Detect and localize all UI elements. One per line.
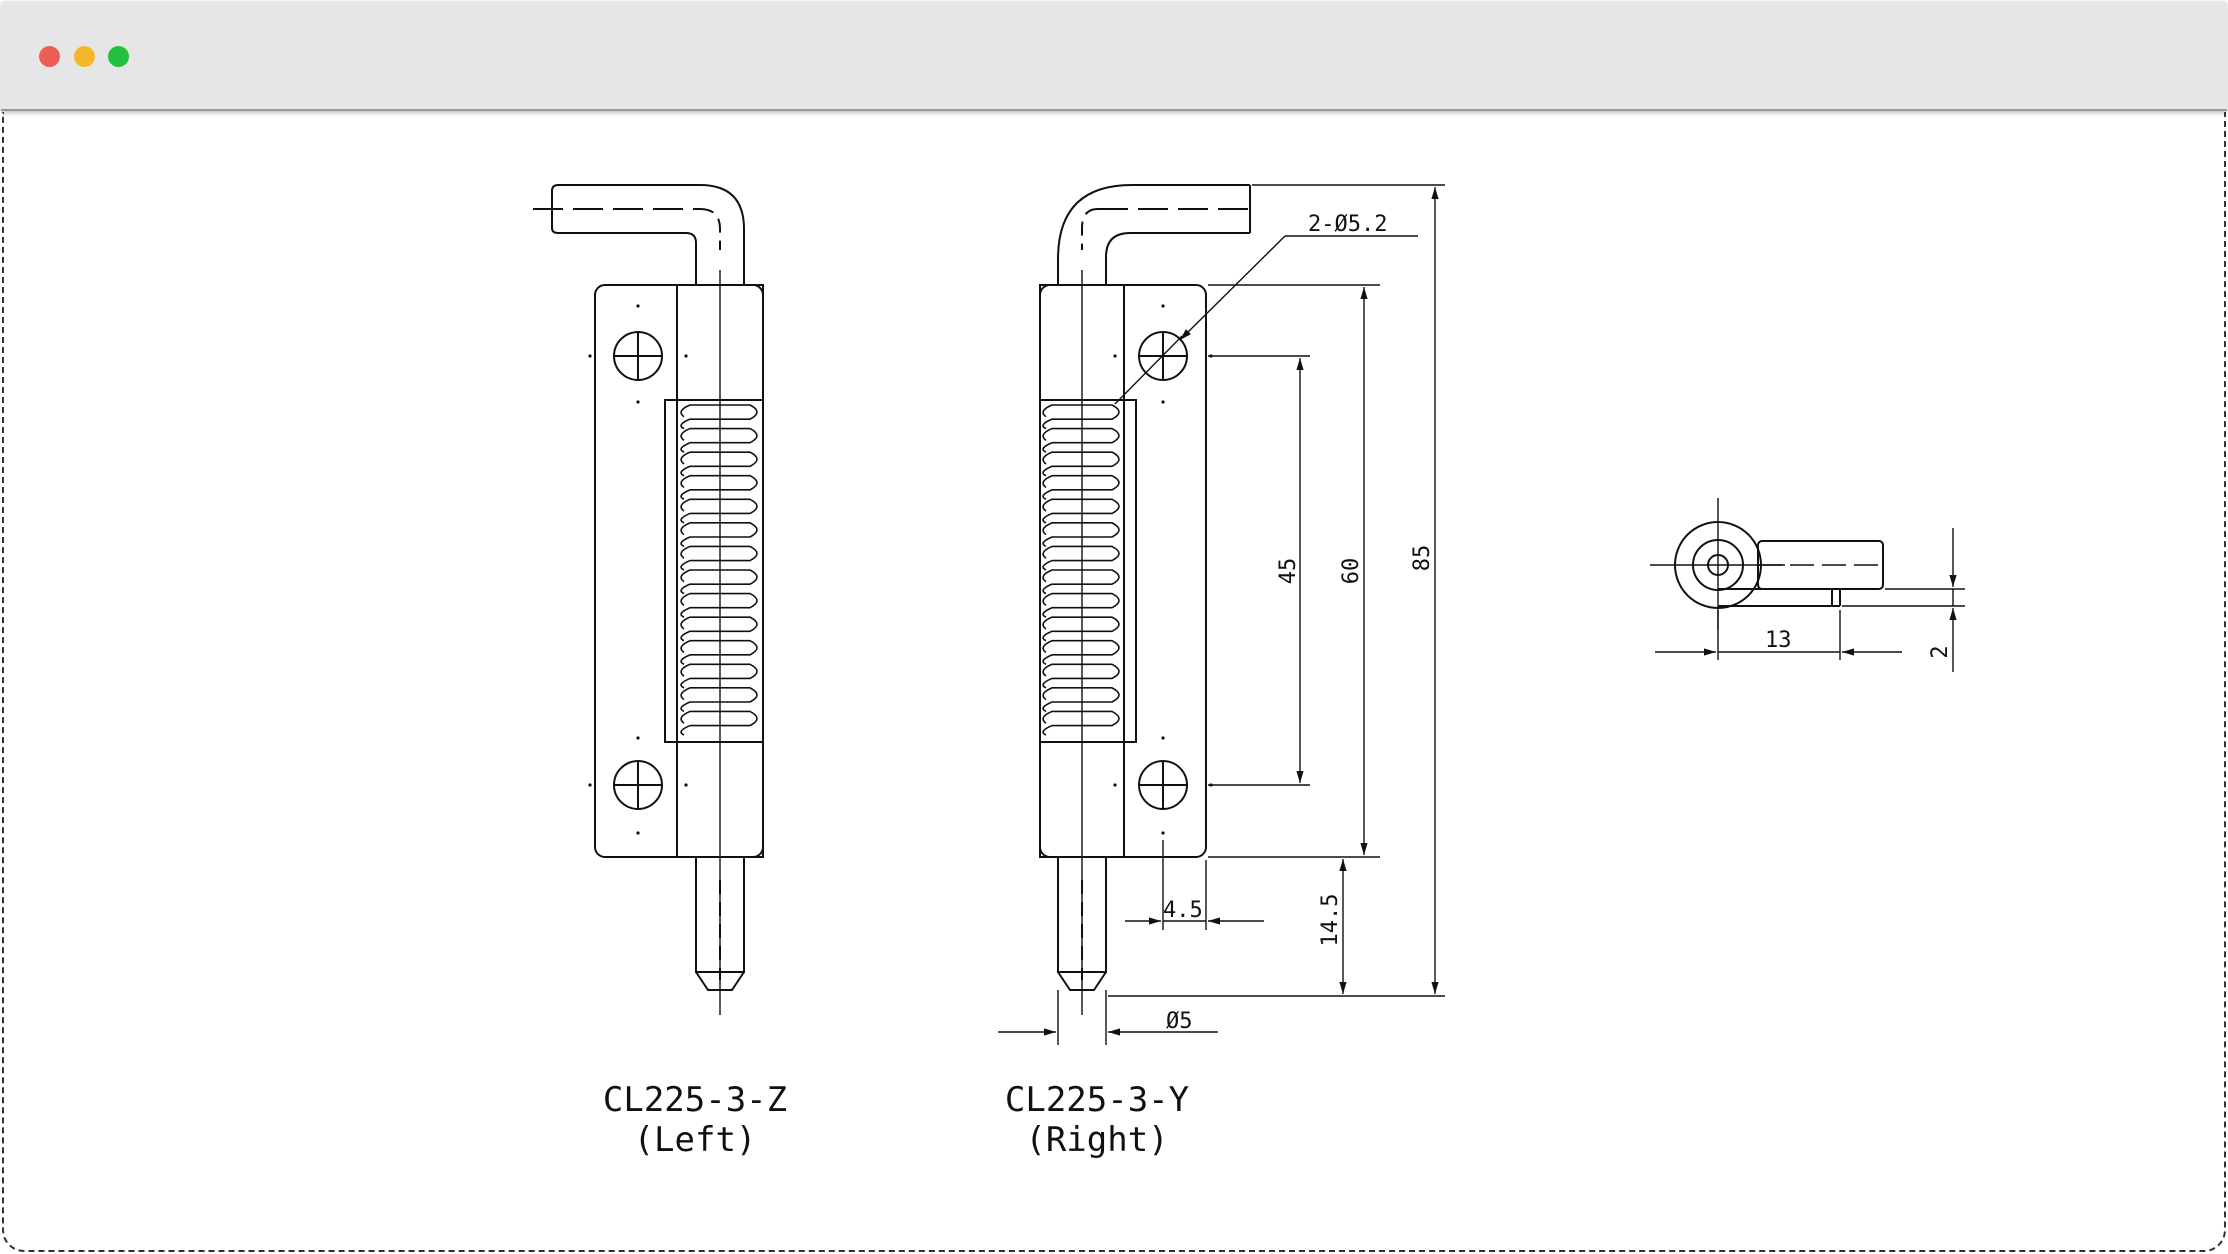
dim-side-thickness-label: 2 [1928,645,1953,658]
spring-coil [1042,592,1120,618]
spring-coil [1042,663,1120,689]
spring-coil [1042,427,1120,453]
dim-pin-diameter-label: Ø5 [1166,1009,1193,1034]
spring-coil [680,545,758,571]
left-side-label: (Left) [634,1120,757,1160]
right-spring [1042,404,1120,736]
minimize-button[interactable] [74,46,95,67]
spring-coil [1042,639,1120,666]
left-spring [680,404,758,736]
dim-plate-length-label: 60 [1339,558,1364,585]
left-top-hole [613,331,663,381]
spring-coil [680,639,758,666]
dim-side-width-label: 13 [1765,628,1792,653]
dim-hole-label: 2-Ø5.2 [1308,212,1387,237]
spring-coil [680,710,758,736]
right-side-label: (Right) [1025,1120,1168,1160]
spring-coil [680,616,758,642]
spring-coil [680,498,758,524]
spring-coil [680,427,758,453]
left-bottom-hole [613,760,663,810]
right-model-label: CL225-3-Y [1005,1080,1189,1120]
left-part-drawing [533,184,764,1015]
spring-coil [1042,616,1120,642]
spring-coil [1042,451,1120,477]
dim-hole-offset-label: 4.5 [1163,898,1203,923]
dim-overall-length-label: 85 [1410,545,1435,572]
spring-coil [680,592,758,618]
spring-coil [680,404,758,430]
spring-coil [1042,687,1120,713]
spring-coil [680,451,758,477]
drawing-canvas [2,112,2226,1252]
maximize-button[interactable] [108,46,129,67]
title-bar [1,1,2227,111]
spring-coil [680,663,758,689]
dim-pin-protrusion-label: 14.5 [1318,894,1343,947]
spring-coil [680,569,758,595]
spring-coil [1042,522,1120,548]
side-view-drawing [1650,498,1965,672]
left-model-label: CL225-3-Z [603,1080,787,1120]
spring-coil [680,687,758,713]
spring-coil [1042,498,1120,524]
spring-coil [1042,404,1120,430]
spring-coil [1042,569,1120,595]
close-button[interactable] [39,46,60,67]
spring-coil [680,522,758,548]
spring-coil [1042,545,1120,571]
right-part-drawing [998,184,1445,1045]
right-bottom-hole [1138,760,1188,810]
spring-coil [1042,710,1120,736]
spring-coil [680,474,758,501]
spring-coil [1042,474,1120,501]
dim-hole-spacing-label: 45 [1276,558,1301,585]
